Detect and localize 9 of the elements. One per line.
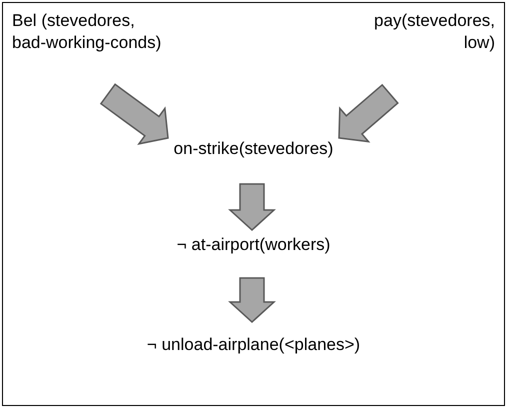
block-arrow bbox=[228, 277, 276, 324]
node-text: on-strike(stevedores) bbox=[174, 138, 334, 160]
node-text: ¬ at-airport(workers) bbox=[176, 234, 330, 256]
node-text: ¬ unload-airplane(<planes>) bbox=[146, 334, 360, 356]
block-arrow bbox=[100, 83, 169, 146]
block-arrow bbox=[228, 183, 276, 232]
node-text: Bel (stevedores, bad-working-conds) bbox=[12, 10, 162, 54]
block-arrow bbox=[338, 84, 399, 143]
node-text: pay(stevedores, low) bbox=[373, 10, 495, 54]
